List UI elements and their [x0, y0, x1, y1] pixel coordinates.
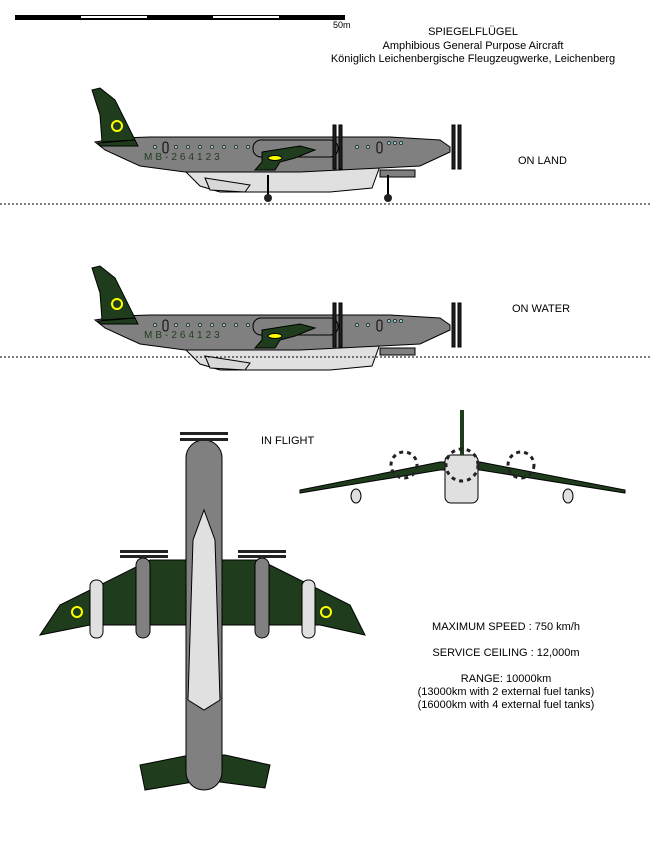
manufacturer: Königlich Leichenbergische Fleugzeugwerk… — [330, 53, 616, 65]
top-view — [38, 432, 366, 791]
scale-label: 50m — [333, 20, 351, 30]
front-view — [299, 410, 626, 504]
label-in-flight: IN FLIGHT — [261, 435, 315, 447]
aircraft-subtitle: Amphibious General Purpose Aircraft — [382, 40, 564, 52]
aircraft-title: SPIEGELFLÜGEL — [428, 26, 518, 38]
registration-land: MB-264123 — [144, 152, 223, 163]
spec-service-ceiling: SERVICE CEILING : 12,000m — [432, 647, 580, 659]
label-on-water: ON WATER — [512, 303, 571, 315]
registration-water: MB-264123 — [144, 330, 223, 341]
scale-bar — [15, 15, 345, 20]
spec-range-2-tanks: (13000km with 2 external fuel tanks) — [417, 686, 595, 698]
label-on-land: ON LAND — [518, 155, 567, 167]
spec-range: RANGE: 10000km — [460, 673, 552, 685]
spec-max-speed: MAXIMUM SPEED : 750 km/h — [432, 621, 580, 633]
side-view-water — [0, 265, 650, 371]
spec-range-4-tanks: (16000km with 4 external fuel tanks) — [417, 699, 595, 711]
side-view-land — [0, 87, 650, 205]
